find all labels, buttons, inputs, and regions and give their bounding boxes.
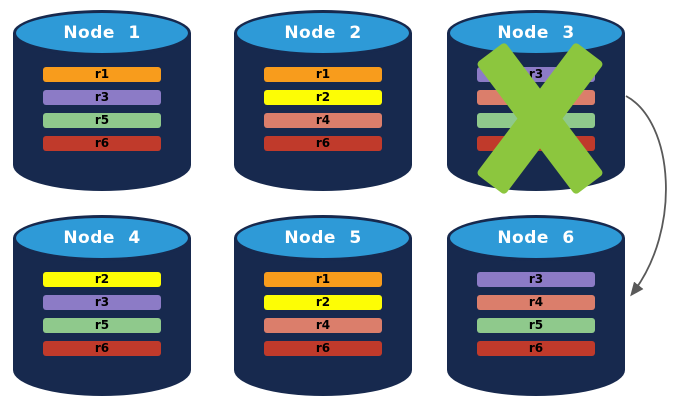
node-title: Node 4 — [63, 228, 141, 248]
node-title: Node 3 — [497, 23, 575, 43]
replica-bar: r1 — [43, 67, 161, 82]
replica-bar: r1 — [264, 272, 382, 287]
cylinder-body — [13, 33, 191, 191]
node-6-database: Node 6 r3 r4 r5 r6 — [447, 215, 625, 396]
node-1-database: Node 1 r1 r3 r5 r6 — [13, 10, 191, 191]
replica-bar: r4 — [264, 113, 382, 128]
node-5-database: Node 5 r1 r2 r4 r6 — [234, 215, 412, 396]
replica-bar: r1 — [264, 67, 382, 82]
replica-bar: r6 — [264, 136, 382, 151]
replica-bar: r3 — [477, 272, 595, 287]
replica-bar: r3 — [43, 295, 161, 310]
cylinder-body — [447, 238, 625, 396]
node-title: Node 2 — [284, 23, 362, 43]
replica-list: r1 r3 r5 r6 — [43, 67, 161, 151]
replica-bar: r4 — [477, 295, 595, 310]
replica-bar: r2 — [264, 295, 382, 310]
replica-bar: r4 — [264, 318, 382, 333]
replica-bar: r6 — [264, 341, 382, 356]
replica-bar: r6 — [477, 341, 595, 356]
cylinder-top: Node 6 — [447, 215, 625, 261]
cylinder-top: Node 3 — [447, 10, 625, 56]
cylinder-top: Node 4 — [13, 215, 191, 261]
replica-bar: r5 — [43, 318, 161, 333]
node-title: Node 5 — [284, 228, 362, 248]
cylinder-top: Node 5 — [234, 215, 412, 261]
cylinder-body — [13, 238, 191, 396]
node-title: Node 6 — [497, 228, 575, 248]
cylinder-top: Node 1 — [13, 10, 191, 56]
replica-bar: r6 — [43, 341, 161, 356]
node-2-database: Node 2 r1 r2 r4 r6 — [234, 10, 412, 191]
replica-list: r1 r2 r4 r6 — [264, 67, 382, 151]
replica-list: r1 r2 r4 r6 — [264, 272, 382, 356]
cylinder-body — [234, 238, 412, 396]
cylinder-top: Node 2 — [234, 10, 412, 56]
node-4-database: Node 4 r2 r3 r5 r6 — [13, 215, 191, 396]
replica-bar: r3 — [43, 90, 161, 105]
replica-list: r3 r4 r5 r6 — [477, 272, 595, 356]
replica-bar: r2 — [43, 272, 161, 287]
replica-bar: r5 — [477, 318, 595, 333]
node-3-database: Node 3 r3 r4 r5 r6 — [447, 10, 625, 196]
replica-bar: r2 — [264, 90, 382, 105]
replica-list: r2 r3 r5 r6 — [43, 272, 161, 356]
failure-x-icon — [447, 10, 625, 196]
replica-bar: r6 — [43, 136, 161, 151]
node-title: Node 1 — [63, 23, 141, 43]
cylinder-body — [234, 33, 412, 191]
replica-bar: r5 — [43, 113, 161, 128]
